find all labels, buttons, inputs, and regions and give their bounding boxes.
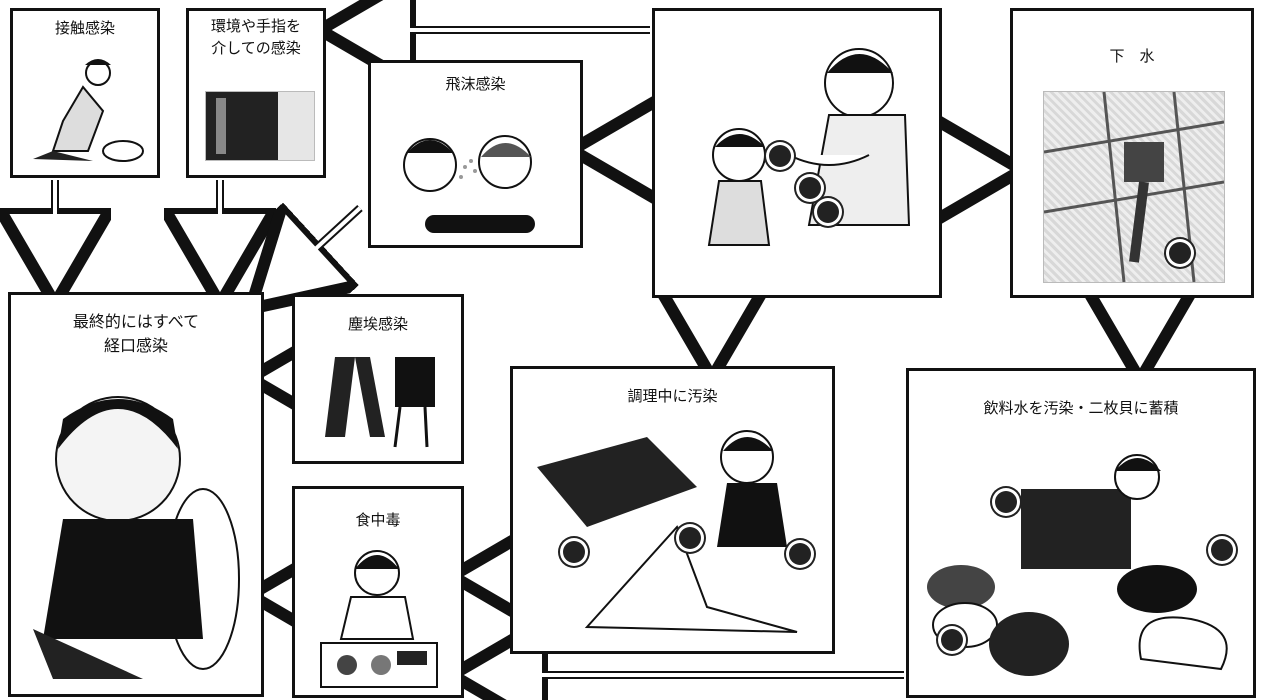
door-illustration: [205, 91, 315, 161]
cooking-illustration: [527, 417, 819, 643]
cooking-contamination-box: 調理中に汚染: [510, 366, 835, 654]
sick-child-illustration: [23, 379, 251, 684]
sewage-box: 下 水: [1010, 8, 1254, 298]
walking-legs-illustration: [315, 357, 443, 453]
source-patient-box: [652, 8, 942, 298]
meal-illustration: [311, 539, 447, 689]
virus-icon: [789, 543, 811, 565]
virus-icon: [817, 201, 839, 223]
cooking-contamination-label: 調理中に汚染: [627, 387, 718, 405]
virus-icon: [1211, 539, 1233, 561]
virus-icon: [679, 527, 701, 549]
sneezing-illustration: [385, 107, 567, 235]
shellfish-illustration: [921, 429, 1243, 687]
droplet-infection-box: 飛沫感染: [368, 60, 583, 248]
water-shellfish-box: 飲料水を汚染・二枚貝に蓄積: [906, 368, 1256, 698]
contact-infection-label: 接触感染: [54, 19, 115, 37]
water-shellfish-label: 飲料水を汚染・二枚貝に蓄積: [983, 399, 1179, 417]
droplet-infection-label: 飛沫感染: [445, 75, 506, 93]
virus-icon: [799, 177, 821, 199]
dust-infection-box: 塵埃感染: [292, 294, 464, 464]
drain-illustration: [1043, 91, 1225, 283]
virus-icon: [563, 541, 585, 563]
final-label-line1: 最終的にはすべて: [72, 312, 200, 331]
food-poisoning-label: 食中毒: [355, 511, 401, 529]
virus-icon: [941, 629, 963, 651]
arrow-droplet-to-final-inner: [262, 206, 362, 299]
contact-infection-box: 接触感染: [10, 8, 160, 178]
environment-label-line1: 環境や手指を: [210, 17, 301, 35]
virus-icon: [769, 145, 791, 167]
final-oral-infection-box: 最終的にはすべて 経口感染: [8, 292, 264, 697]
dust-infection-label: 塵埃感染: [347, 315, 408, 333]
environment-label-line2: 介しての感染: [211, 39, 301, 57]
final-label-line2: 経口感染: [103, 336, 168, 355]
sewage-label: 下 水: [1109, 47, 1155, 65]
virus-icon: [1169, 242, 1191, 264]
vomiting-illustration: [669, 25, 927, 283]
virus-icon: [995, 491, 1017, 513]
environment-infection-box: 環境や手指を 介しての感染: [186, 8, 326, 178]
contact-illustration: [23, 51, 148, 169]
food-poisoning-box: 食中毒: [292, 486, 464, 698]
